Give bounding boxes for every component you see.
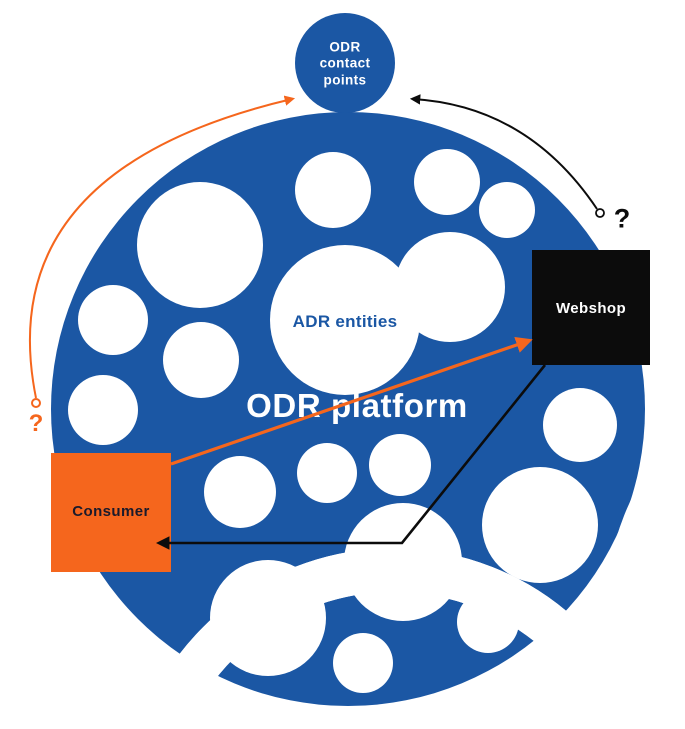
question-mark-left: ? [28,410,44,437]
question-mark-right: ? [613,203,631,234]
happy-face-icon [139,548,648,729]
bubble [68,375,138,445]
bubble [163,322,239,398]
odr-contact-points-label: ODR contact points [319,39,371,88]
webshop-box: Webshop [532,250,685,729]
bubble [414,149,480,215]
bubble [543,388,617,462]
bubble [295,152,371,228]
bubble [479,182,535,238]
webshop-label: Webshop [555,300,627,317]
neutral-face-icon [605,423,685,729]
consumer-label: Consumer [72,503,150,520]
adr-entities-label: ADR entities [292,312,398,331]
bubble [137,182,263,308]
odr-contact-points-circle [295,13,395,113]
bubble [333,633,393,693]
consumer-box: Consumer [51,453,648,729]
bubble [78,285,148,355]
odr-platform-label: ODR platform [246,387,468,424]
bubble [395,232,505,342]
